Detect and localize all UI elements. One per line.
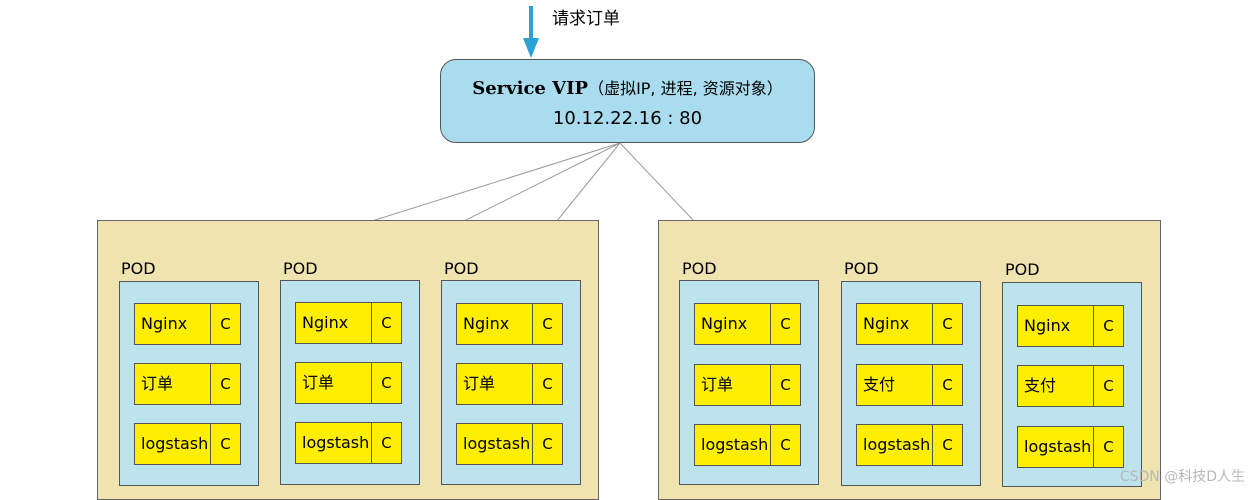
container-row[interactable]: Nginx C <box>856 303 963 345</box>
container-row[interactable]: Nginx C <box>694 303 801 345</box>
service-address: 10.12.22.16 : 80 <box>552 108 703 129</box>
container-name: 订单 <box>457 364 533 404</box>
container-name: 订单 <box>135 364 211 404</box>
service-vip-title: Service VIP（虚拟IP, 进程, 资源对象） <box>441 75 814 99</box>
pod-box[interactable]: Nginx C 订单 C logstash C <box>679 280 819 485</box>
container-row[interactable]: 支付 C <box>856 364 963 406</box>
service-name: Service VIP <box>472 78 589 99</box>
pod-label: POD <box>283 259 318 278</box>
container-name: logstash <box>1018 427 1094 467</box>
container-tag: C <box>942 376 953 394</box>
container-row[interactable]: logstash C <box>1017 426 1124 468</box>
container-tag: C <box>381 374 392 392</box>
container-tag: C <box>220 375 231 393</box>
container-row[interactable]: 订单 C <box>694 364 801 406</box>
container-name: logstash <box>457 424 533 464</box>
container-name: 订单 <box>296 363 372 403</box>
pod-box[interactable]: Nginx C 订单 C logstash C <box>119 281 259 486</box>
pod-label: POD <box>844 259 879 278</box>
container-row[interactable]: logstash C <box>856 424 963 466</box>
container-tag: C <box>780 376 791 394</box>
container-row[interactable]: 支付 C <box>1017 365 1124 407</box>
pod-box[interactable]: Nginx C 订单 C logstash C <box>441 280 581 485</box>
pod-box[interactable]: Nginx C 支付 C logstash C <box>841 281 981 486</box>
container-tag: C <box>381 314 392 332</box>
container-tag: C <box>1103 377 1114 395</box>
watermark: CSDN @科技D人生 <box>1119 469 1245 485</box>
container-row[interactable]: 订单 C <box>295 362 402 404</box>
container-tag: C <box>542 315 553 333</box>
pod-label: POD <box>121 259 156 278</box>
container-row[interactable]: Nginx C <box>1017 305 1124 347</box>
request-label: 请求订单 <box>552 9 620 29</box>
container-name: logstash <box>135 424 211 464</box>
container-name: Nginx <box>857 304 933 344</box>
container-name: Nginx <box>695 304 771 344</box>
pod-box[interactable]: Nginx C 支付 C logstash C <box>1002 282 1142 487</box>
service-desc: （虚拟IP, 进程, 资源对象） <box>588 79 783 98</box>
container-row[interactable]: logstash C <box>694 424 801 466</box>
container-row[interactable]: logstash C <box>134 423 241 465</box>
container-name: 支付 <box>857 365 933 405</box>
container-name: Nginx <box>457 304 533 344</box>
container-tag: C <box>780 436 791 454</box>
node-box-2: POD Nginx C 订单 C logstash C POD Nginx C … <box>658 220 1161 500</box>
container-name: Nginx <box>1018 306 1094 346</box>
container-tag: C <box>220 315 231 333</box>
pod-box[interactable]: Nginx C 订单 C logstash C <box>280 280 420 485</box>
container-name: 订单 <box>695 365 771 405</box>
container-name: logstash <box>296 423 372 463</box>
container-tag: C <box>780 315 791 333</box>
node-box-1: POD Nginx C 订单 C logstash C POD Nginx C … <box>97 220 599 500</box>
container-row[interactable]: logstash C <box>295 422 402 464</box>
container-row[interactable]: logstash C <box>456 423 563 465</box>
pod-label: POD <box>1005 260 1040 279</box>
link-vip-node1 <box>374 142 621 221</box>
pod-label: POD <box>682 259 717 278</box>
container-name: logstash <box>857 425 933 465</box>
request-arrow-head <box>523 38 539 58</box>
container-row[interactable]: Nginx C <box>134 303 241 345</box>
container-tag: C <box>542 435 553 453</box>
container-tag: C <box>1103 438 1114 456</box>
pod-label: POD <box>444 259 479 278</box>
container-tag: C <box>942 436 953 454</box>
container-row[interactable]: Nginx C <box>456 303 563 345</box>
container-row[interactable]: Nginx C <box>295 302 402 344</box>
container-name: Nginx <box>135 304 211 344</box>
container-row[interactable]: 订单 C <box>134 363 241 405</box>
service-vip-box[interactable]: Service VIP（虚拟IP, 进程, 资源对象） 10.12.22.16 … <box>440 59 815 143</box>
container-name: Nginx <box>296 303 372 343</box>
container-name: 支付 <box>1018 366 1094 406</box>
container-tag: C <box>381 434 392 452</box>
container-tag: C <box>220 435 231 453</box>
container-tag: C <box>942 315 953 333</box>
container-tag: C <box>542 375 553 393</box>
container-row[interactable]: 订单 C <box>456 363 563 405</box>
container-name: logstash <box>695 425 771 465</box>
container-tag: C <box>1103 317 1114 335</box>
